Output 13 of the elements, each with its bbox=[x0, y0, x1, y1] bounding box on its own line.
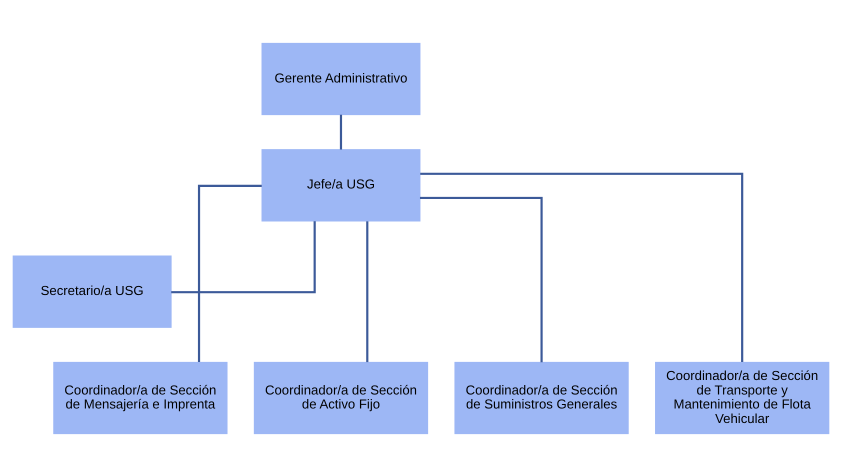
connector bbox=[340, 114, 342, 150]
connector bbox=[366, 220, 368, 362]
node-box: Jefe/a USG bbox=[262, 148, 420, 221]
connector bbox=[198, 184, 262, 362]
node-box: Coordinador/a de Sección de Mensajería e Imprenta bbox=[53, 361, 228, 434]
connector bbox=[420, 196, 543, 362]
node-box: Coordinador/a de Sección de Suministros Generales bbox=[454, 361, 629, 434]
node-box: Gerente Administrativo bbox=[262, 42, 420, 115]
node-box: Secretario/a USG bbox=[12, 255, 172, 328]
node-box: Coordinador/a de Sección de Transporte y Mantenimiento de Flota Vehicular bbox=[655, 361, 830, 434]
connector bbox=[171, 220, 316, 293]
connector bbox=[420, 172, 744, 362]
node-box: Coordinador/a de Sección de Activo Fijo bbox=[254, 361, 428, 434]
